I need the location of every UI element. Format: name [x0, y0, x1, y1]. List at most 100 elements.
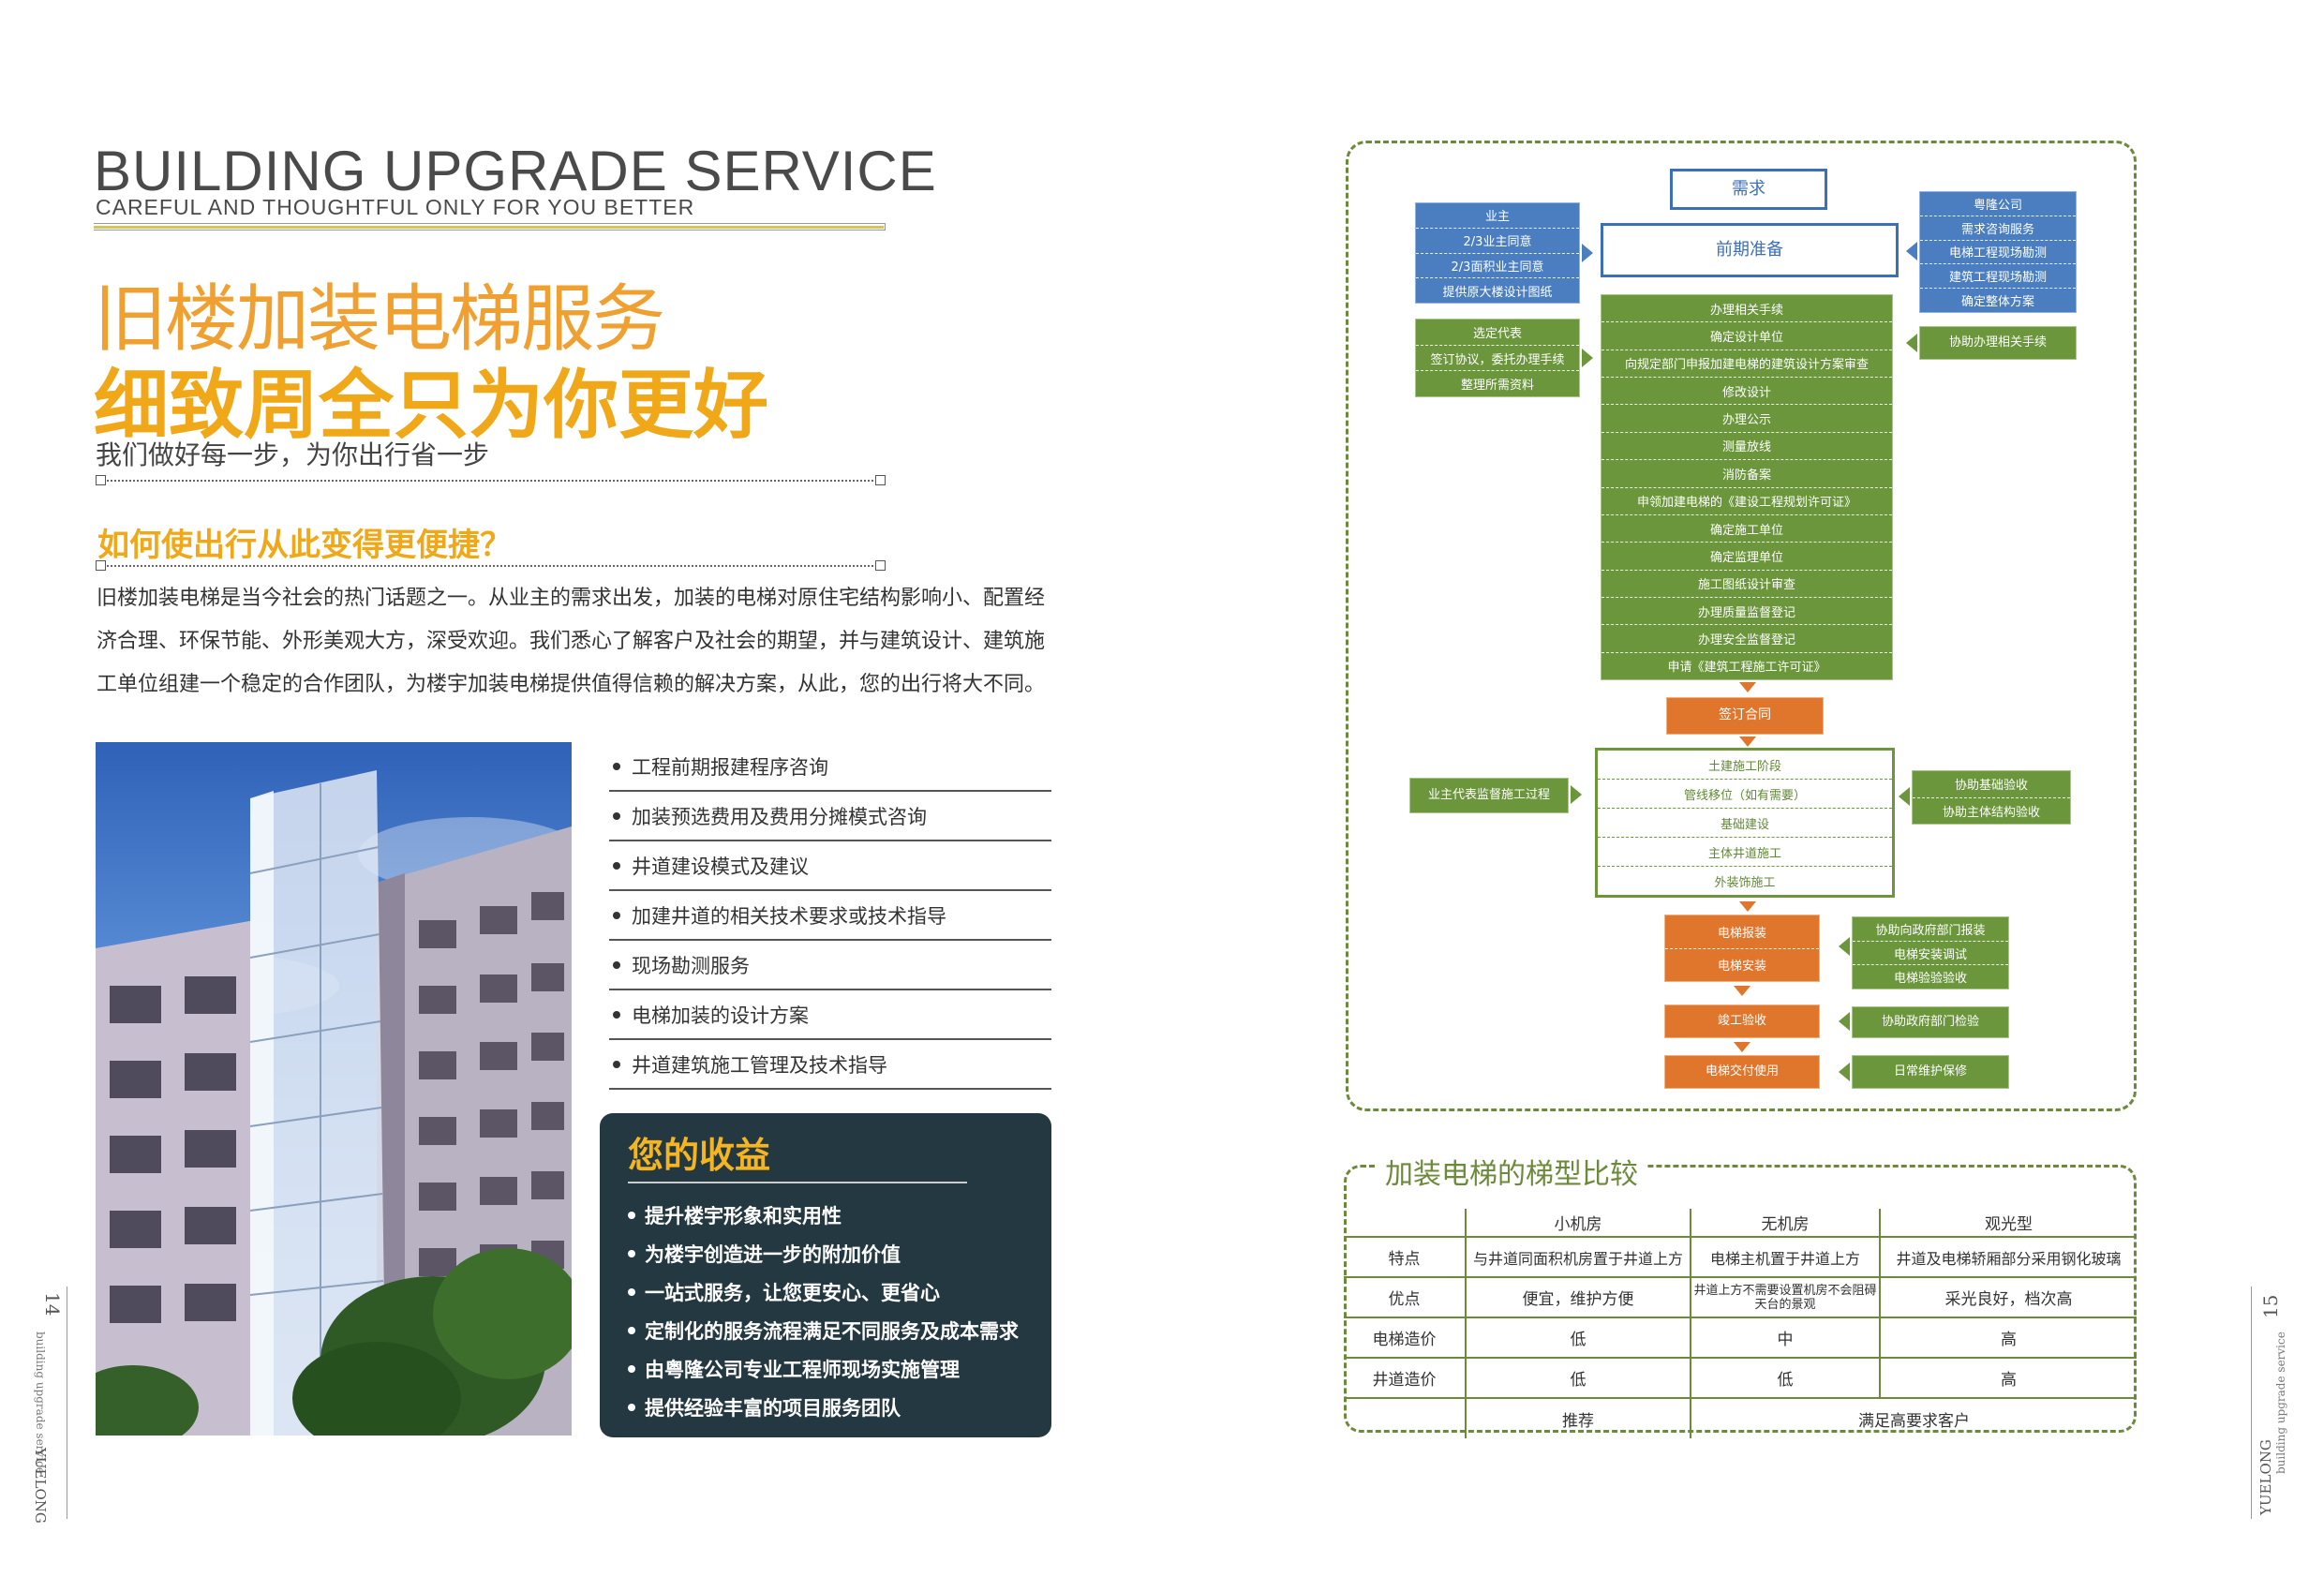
table-cell: 中 [1690, 1317, 1880, 1358]
flow-gov-box: 协助向政府部门报装 电梯安装调试 电梯验验验收 [1852, 916, 2009, 989]
table-row: 优点 便宜，维护方便 井道上方不需要设置机房不会阻碍天台的景观 采光良好，档次高 [1344, 1276, 2137, 1317]
flow-step: 测量放线 [1601, 433, 1892, 461]
table-cell: 电梯主机置于井道上方 [1690, 1236, 1880, 1277]
table-row: 推荐 满足高要求客户 [1344, 1397, 2137, 1438]
flow-elevator-box: 电梯报装 电梯安装 [1664, 915, 1820, 982]
table-cell: 井道造价 [1344, 1357, 1466, 1398]
table-cell: 与井道同面积机房置于井道上方 [1465, 1236, 1691, 1277]
bullet-icon [613, 762, 620, 770]
building-elevator-photo [96, 742, 572, 1436]
bullet-icon [628, 1249, 635, 1257]
service-item: 加装预选费用及费用分摊模式咨询 [609, 792, 1051, 841]
service-item: 井道建设模式及建议 [609, 841, 1051, 891]
page-title-en: BUILDING UPGRADE SERVICE [94, 140, 937, 202]
bullet-icon [628, 1287, 635, 1296]
page-marker-right: 15 building upgrade service YUELONG [2251, 1287, 2302, 1519]
benefit-item: 提供经验丰富的项目服务团队 [628, 1388, 1019, 1426]
table-cell: 井道及电梯轿厢部分采用钢化玻璃 [1879, 1236, 2137, 1277]
construction-step: 土建施工阶段 [1598, 751, 1892, 780]
benefit-item: 提升楼宇形象和实用性 [628, 1196, 1019, 1234]
cn-title-line-2: 细致周全只为你更好 [94, 362, 768, 449]
benefit-item: 一站式服务，让您更安心、更省心 [628, 1272, 1019, 1311]
arrow-left-icon [1839, 1012, 1850, 1031]
service-item: 加建井道的相关技术要求或技术指导 [609, 891, 1051, 941]
service-item: 现场勘测服务 [609, 941, 1051, 990]
flow-gov-check: 协助政府部门检验 [1852, 1006, 2009, 1038]
bullet-icon [628, 1326, 635, 1334]
table-cell: 高 [1879, 1317, 2137, 1358]
cn-title-line-1: 旧楼加装电梯服务 [94, 277, 665, 362]
flow-assist-procedures: 协助办理相关手续 [1919, 326, 2077, 360]
page-subtitle-en: CAREFUL AND THOUGHTFUL ONLY FOR YOU BETT… [96, 195, 695, 219]
table-cell: 特点 [1344, 1236, 1466, 1277]
table-cell: 低 [1690, 1357, 1880, 1398]
arrow-left-icon [1839, 937, 1850, 956]
arrow-down-icon [1739, 682, 1756, 692]
flow-rep-box: 选定代表 签订协议，委托办理手续 整理所需资料 [1415, 319, 1580, 397]
benefits-card: 您的收益 提升楼宇形象和实用性 为楼宇创造进一步的附加价值 一站式服务，让您更安… [600, 1113, 1051, 1437]
bullet-icon [628, 1403, 635, 1411]
flow-construction-box: 土建施工阶段 管线移位（如有需要） 基础建设 主体井道施工 外装饰施工 [1595, 748, 1895, 898]
arrow-left-icon [1839, 1063, 1850, 1081]
flow-step: 确定设计单位 [1601, 322, 1892, 350]
cn-tagline: 我们做好每一步，为你出行省一步 [96, 439, 490, 470]
flow-supervise: 业主代表监督施工过程 [1409, 778, 1569, 813]
flow-assist-accept: 协助基础验收 协助主体结构验收 [1912, 770, 2071, 825]
flow-step: 申请《建筑工程施工许可证》 [1667, 661, 1826, 676]
flow-step: 确定监理单位 [1601, 543, 1892, 571]
benefits-divider [628, 1182, 967, 1183]
page-brand: YUELONG [2257, 1439, 2274, 1515]
table-cell: 便宜，维护方便 [1465, 1276, 1691, 1317]
bullet-icon [613, 861, 620, 870]
arrow-down-icon [1734, 1042, 1750, 1052]
construction-step: 基础建设 [1598, 809, 1892, 838]
dotted-divider [107, 480, 877, 482]
construction-step: 管线移位（如有需要） [1598, 780, 1892, 809]
arrow-left-icon [1906, 242, 1917, 260]
page-side-text: building upgrade service [2274, 1332, 2287, 1474]
arrow-right-icon [1582, 349, 1593, 367]
flow-completion: 竣工验收 [1664, 1004, 1820, 1038]
page-number: 15 [2259, 1294, 2282, 1318]
arrow-right-icon [1571, 785, 1582, 804]
table-header-cell: 小机房 [1465, 1209, 1691, 1237]
table-cell [1344, 1397, 1466, 1438]
benefits-title: 您的收益 [628, 1135, 771, 1176]
page-number: 14 [41, 1292, 64, 1317]
page-marker-left: 14 building upgrade service YUELONG [17, 1287, 67, 1524]
flow-step: 向规定部门申报加建电梯的建筑设计方案审查 [1601, 350, 1892, 379]
table-cell: 低 [1465, 1357, 1691, 1398]
arrow-left-icon [1906, 334, 1917, 352]
table-header-cell: 无机房 [1690, 1209, 1880, 1237]
bullet-icon [613, 1060, 620, 1068]
flow-step: 施工图纸设计审查 [1601, 571, 1892, 598]
benefit-item: 由粤隆公司专业工程师现场实施管理 [628, 1349, 1019, 1388]
flow-demand: 需求 [1670, 169, 1827, 210]
arrow-down-icon [1739, 901, 1756, 912]
section-heading: 如何使出行从此变得更便捷？ [97, 527, 512, 564]
flow-step: 办理安全监督登记 [1601, 625, 1892, 653]
arrow-down-icon [1734, 986, 1750, 996]
flow-step: 申领加建电梯的《建设工程规划许可证》 [1601, 488, 1892, 515]
table-row: 电梯造价 低 中 高 [1344, 1317, 2137, 1358]
building-illustration [96, 770, 572, 1436]
service-item: 工程前期报建程序咨询 [609, 742, 1051, 792]
comparison-title: 加装电梯的梯型比较 [1376, 1151, 1647, 1192]
table-cell: 低 [1465, 1317, 1691, 1358]
flow-step: 确定施工单位 [1601, 515, 1892, 543]
benefit-item: 为楼宇创造进一步的附加价值 [628, 1234, 1019, 1272]
flow-step: 办理公示 [1601, 405, 1892, 433]
page-brand: YUELONG [32, 1448, 49, 1524]
table-cell: 采光良好，档次高 [1879, 1276, 2137, 1317]
table-header-row: 小机房 无机房 观光型 [1344, 1209, 2137, 1237]
arrow-right-icon [1582, 244, 1593, 262]
arrow-left-icon [1899, 787, 1910, 806]
divider-marker [875, 475, 886, 485]
flow-owner-box: 业主 2/3业主同意 2/3面积业主同意 提供原大楼设计图纸 [1415, 202, 1580, 304]
arrow-down-icon [1739, 736, 1756, 747]
flow-preparation: 前期准备 [1601, 223, 1899, 277]
service-item: 井道建筑施工管理及技术指导 [609, 1040, 1051, 1090]
table-cell: 井道上方不需要设置机房不会阻碍天台的景观 [1690, 1276, 1880, 1317]
benefit-item: 定制化的服务流程满足不同服务及成本需求 [628, 1311, 1019, 1349]
benefits-list: 提升楼宇形象和实用性 为楼宇创造进一步的附加价值 一站式服务，让您更安心、更省心… [628, 1196, 1019, 1426]
